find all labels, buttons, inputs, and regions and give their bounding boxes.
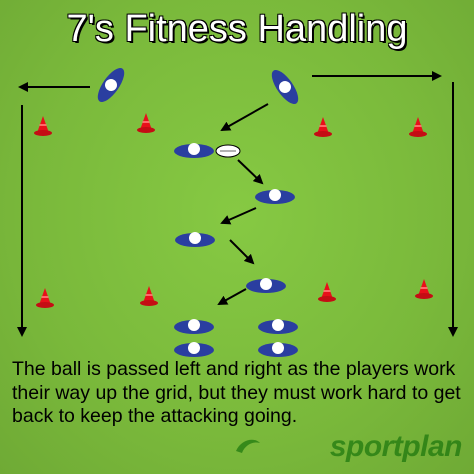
rugby-ball	[215, 144, 241, 158]
cone	[318, 282, 336, 302]
player-marker-tilted	[97, 67, 125, 103]
cone	[415, 279, 433, 299]
player-marker	[255, 189, 295, 204]
pass-arrow	[220, 207, 257, 225]
sportplan-logo-icon	[236, 439, 260, 453]
cone	[137, 113, 155, 133]
player-marker	[174, 319, 214, 334]
player-marker	[246, 278, 286, 293]
pass-arrow	[237, 159, 264, 185]
diagram-title: 7's Fitness Handling	[66, 8, 408, 50]
pass-arrow	[220, 103, 269, 131]
cone	[36, 288, 54, 308]
cone	[34, 116, 52, 136]
cone	[314, 117, 332, 137]
player-marker-tilted	[271, 69, 299, 105]
cone	[409, 117, 427, 137]
player-marker	[175, 232, 215, 247]
player-marker	[258, 319, 298, 334]
player-marker	[174, 342, 214, 357]
pass-arrow	[229, 239, 255, 265]
player-marker	[174, 143, 214, 158]
sportplan-logo-text: sportplan	[329, 430, 463, 463]
drill-description: The ball is passed left and right as the…	[12, 358, 461, 427]
player-marker	[258, 342, 298, 357]
pass-arrow	[217, 288, 247, 305]
cone	[140, 286, 158, 306]
